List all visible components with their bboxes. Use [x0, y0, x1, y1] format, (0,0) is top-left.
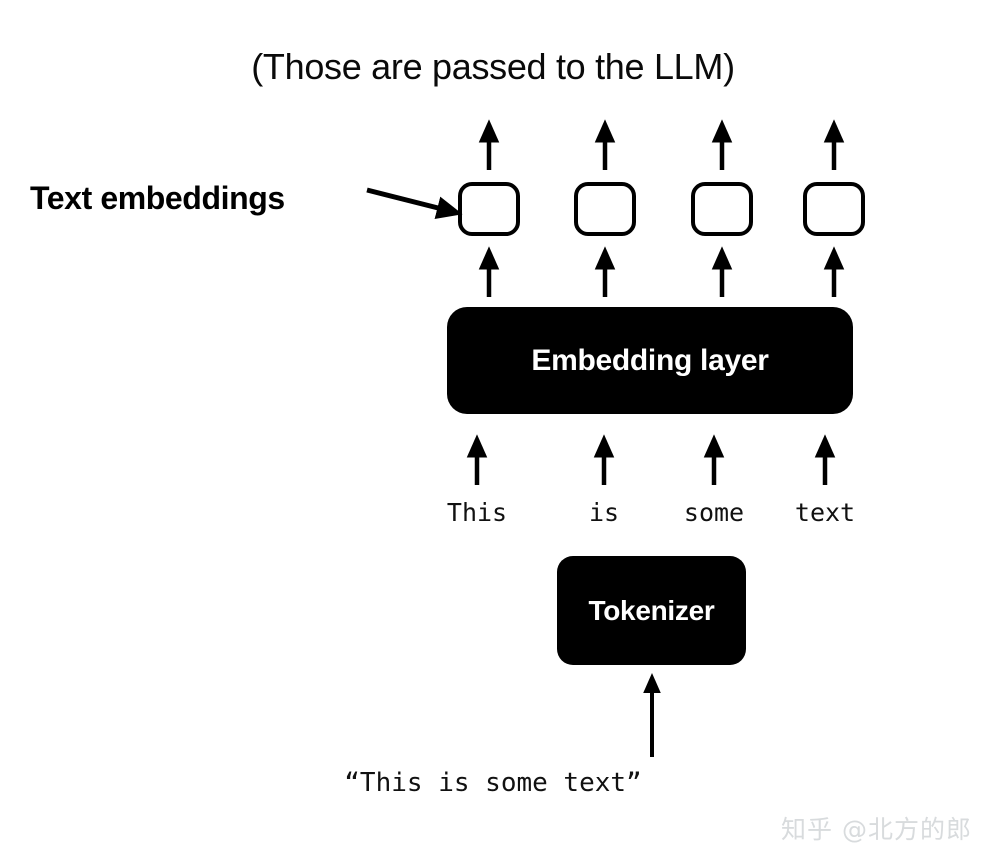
token-label-1: This	[446, 498, 508, 527]
text-embeddings-label: Text embeddings	[30, 180, 285, 216]
token-label-4: text	[794, 498, 856, 527]
tokenizer-block: Tokenizer	[557, 556, 746, 665]
embedding-box-1	[458, 182, 520, 236]
embedding-box-2	[574, 182, 636, 236]
page-title: (Those are passed to the LLM)	[251, 46, 735, 87]
token-label-2: is	[588, 498, 620, 527]
embedding-box-4	[803, 182, 865, 236]
raw-input-text: “This is some text”	[344, 768, 642, 798]
watermark: 知乎 @北方的郎	[781, 815, 972, 844]
embedding-box-3	[691, 182, 753, 236]
embedding-layer-label: Embedding layer	[531, 343, 769, 377]
token-label-3: some	[683, 498, 745, 527]
arrow-annotation-to-box	[366, 187, 463, 219]
tokenizer-label: Tokenizer	[588, 594, 715, 626]
embedding-layer-block: Embedding layer	[447, 307, 853, 414]
